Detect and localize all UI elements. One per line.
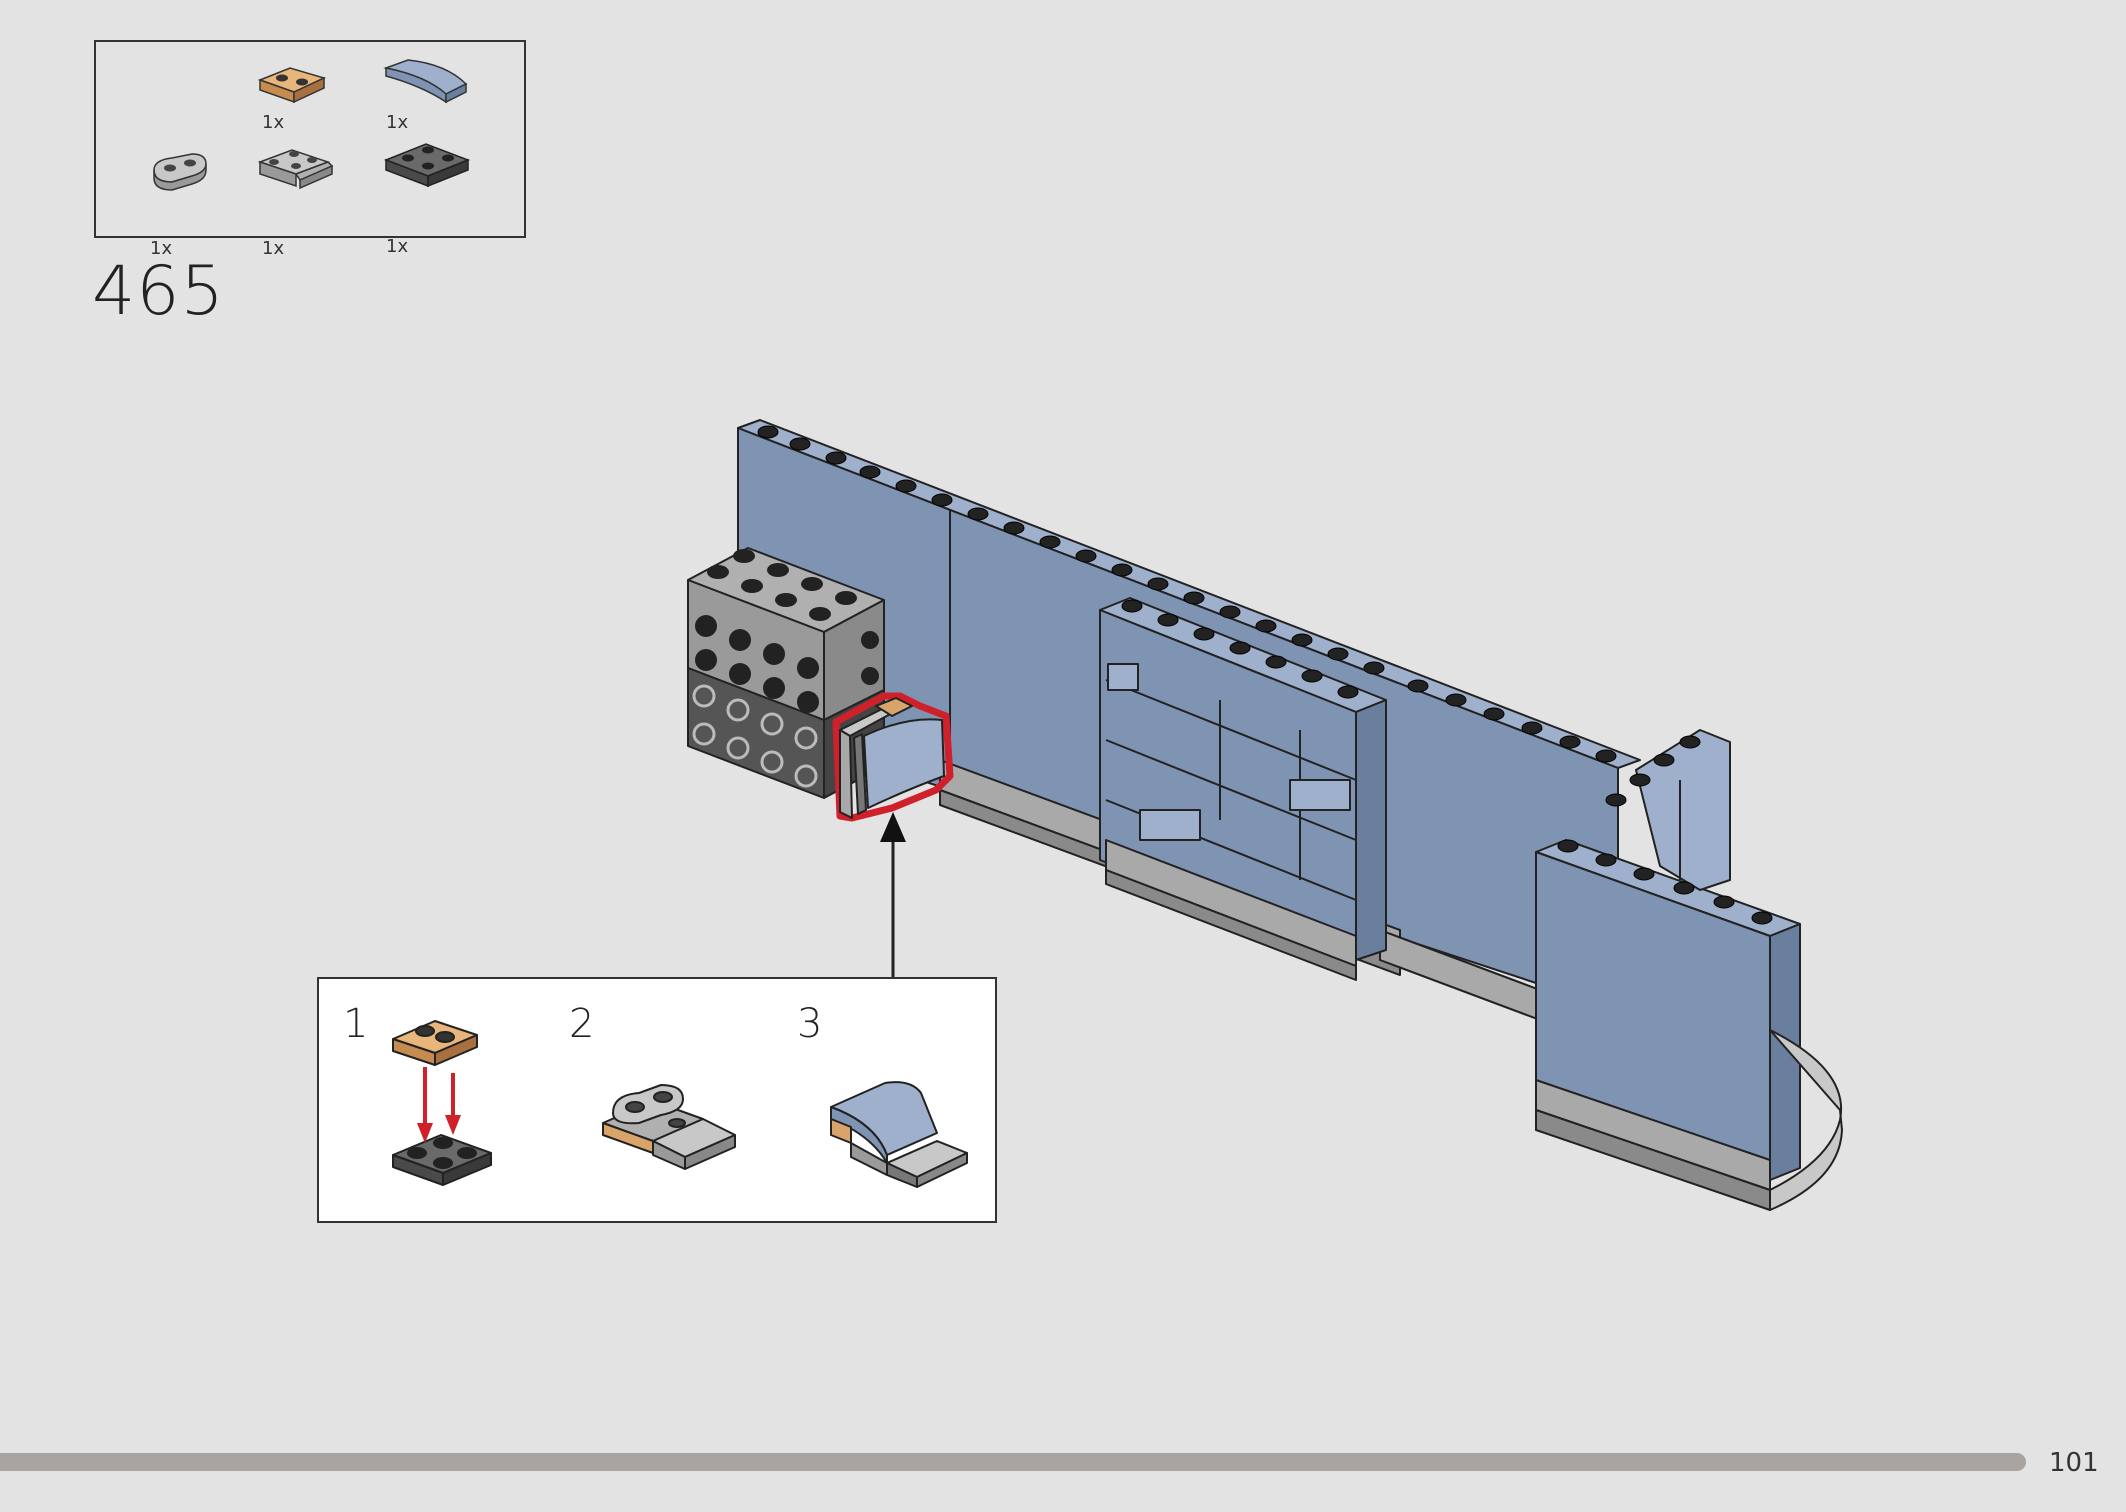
progress-bar bbox=[0, 1453, 2026, 1471]
page-number: 101 bbox=[2049, 1448, 2099, 1478]
part-quantity: 1x bbox=[150, 238, 173, 259]
part-quantity: 1x bbox=[386, 112, 409, 133]
substep-number: 3 bbox=[797, 1001, 823, 1047]
new-part-highlight bbox=[832, 692, 954, 822]
part-quantity: 1x bbox=[262, 112, 285, 133]
substep-1-illustration bbox=[392, 1020, 492, 1186]
substep-3-illustration bbox=[830, 1081, 968, 1188]
tan-plate-1x2-icon bbox=[257, 67, 327, 104]
step-number: 465 bbox=[92, 252, 225, 331]
light-gray-bracket-plate-icon bbox=[257, 149, 334, 190]
substep-number: 1 bbox=[343, 1001, 369, 1047]
dark-gray-plate-2x2-icon bbox=[383, 143, 471, 188]
light-gray-round-plate-icon bbox=[153, 153, 207, 191]
part-quantity: 1x bbox=[262, 238, 285, 259]
substep-2-illustration bbox=[602, 1084, 736, 1170]
blue-curved-slope-icon bbox=[383, 59, 468, 104]
part-quantity: 1x bbox=[386, 236, 409, 257]
parts-list-box: 1x 1x 1x 1x bbox=[94, 40, 526, 259]
substep-number: 2 bbox=[569, 1001, 595, 1047]
placement-arrow bbox=[880, 812, 906, 977]
sub-assembly-callout: 1 2 bbox=[317, 977, 997, 1223]
